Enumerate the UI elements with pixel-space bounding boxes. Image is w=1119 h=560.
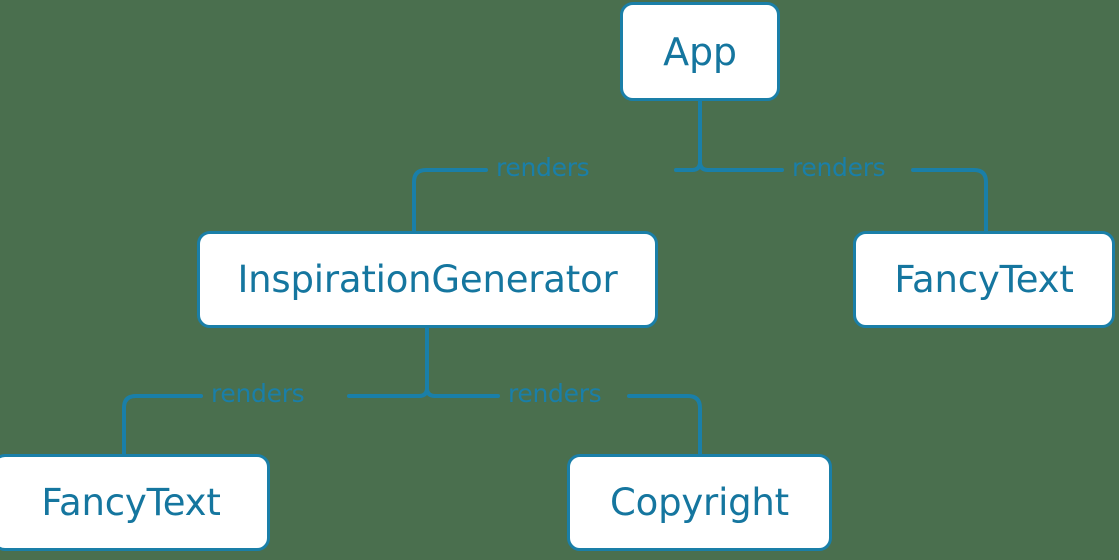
node-app[interactable]: App: [620, 2, 780, 101]
edge-app-stem: [690, 99, 702, 172]
node-app-label: App: [663, 29, 737, 74]
edge-label-app-inspiration: renders: [496, 153, 590, 182]
edge-inspiration-stem-right: [425, 326, 437, 398]
edge-app-fancyright-right: [911, 168, 988, 233]
edge-inspiration-stem: [417, 326, 429, 398]
edge-inspiration-copyright-right: [627, 394, 702, 456]
node-fancy-text-left[interactable]: FancyText: [0, 454, 270, 551]
edge-label-inspiration-copyright: renders: [508, 379, 602, 408]
edge-app-inspiration-left: [412, 168, 488, 233]
node-fancy-text-left-label: FancyText: [41, 481, 221, 524]
node-fancy-text-right[interactable]: FancyText: [853, 231, 1115, 328]
edge-inspiration-fancyleft-left: [122, 394, 203, 456]
node-inspiration-generator-label: InspirationGenerator: [237, 258, 618, 301]
node-copyright-label: Copyright: [610, 481, 789, 524]
edge-label-app-fancytext: renders: [792, 153, 886, 182]
edge-label-inspiration-fancytext: renders: [211, 379, 305, 408]
node-copyright[interactable]: Copyright: [567, 454, 832, 551]
node-fancy-text-right-label: FancyText: [894, 258, 1074, 301]
edge-app-stem-right: [698, 99, 710, 172]
node-inspiration-generator[interactable]: InspirationGenerator: [197, 231, 658, 328]
